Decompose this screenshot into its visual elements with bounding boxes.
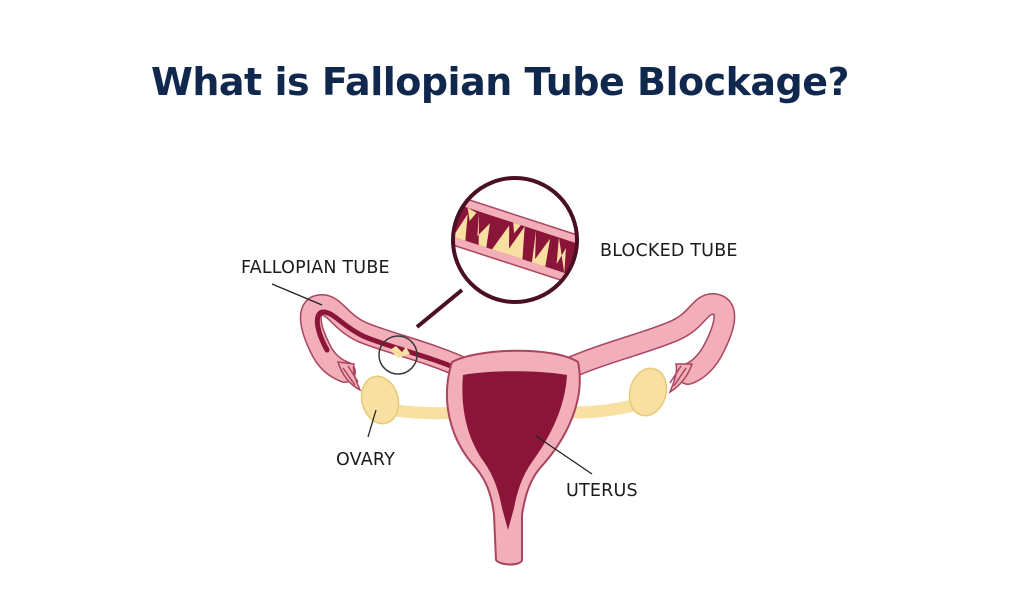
- page-title: What is Fallopian Tube Blockage?: [150, 60, 850, 104]
- magnified-blocked-tube: [453, 193, 577, 287]
- blockage-spot: [390, 346, 410, 358]
- left-fimbriae: [336, 361, 362, 392]
- uterine-cavity: [462, 371, 567, 530]
- magnifier-ring: [451, 176, 579, 304]
- left-ovary: [360, 375, 400, 425]
- blocked-tube-label: BLOCKED TUBE: [600, 241, 738, 261]
- uterus-leader: [535, 435, 593, 475]
- fallopian-tube-label: FALLOPIAN TUBE: [241, 258, 390, 278]
- blockage-highlight-circle: [378, 335, 418, 375]
- ovary-leader: [367, 409, 377, 438]
- fallopian-tube-leader: [271, 283, 323, 306]
- uterus-label: UTERUS: [566, 481, 638, 501]
- right-ovary: [628, 367, 668, 417]
- left-tube-lumen: [314, 309, 468, 375]
- right-fimbriae: [668, 363, 694, 394]
- ovary-label: OVARY: [336, 450, 396, 470]
- magnifier-connector: [415, 288, 464, 329]
